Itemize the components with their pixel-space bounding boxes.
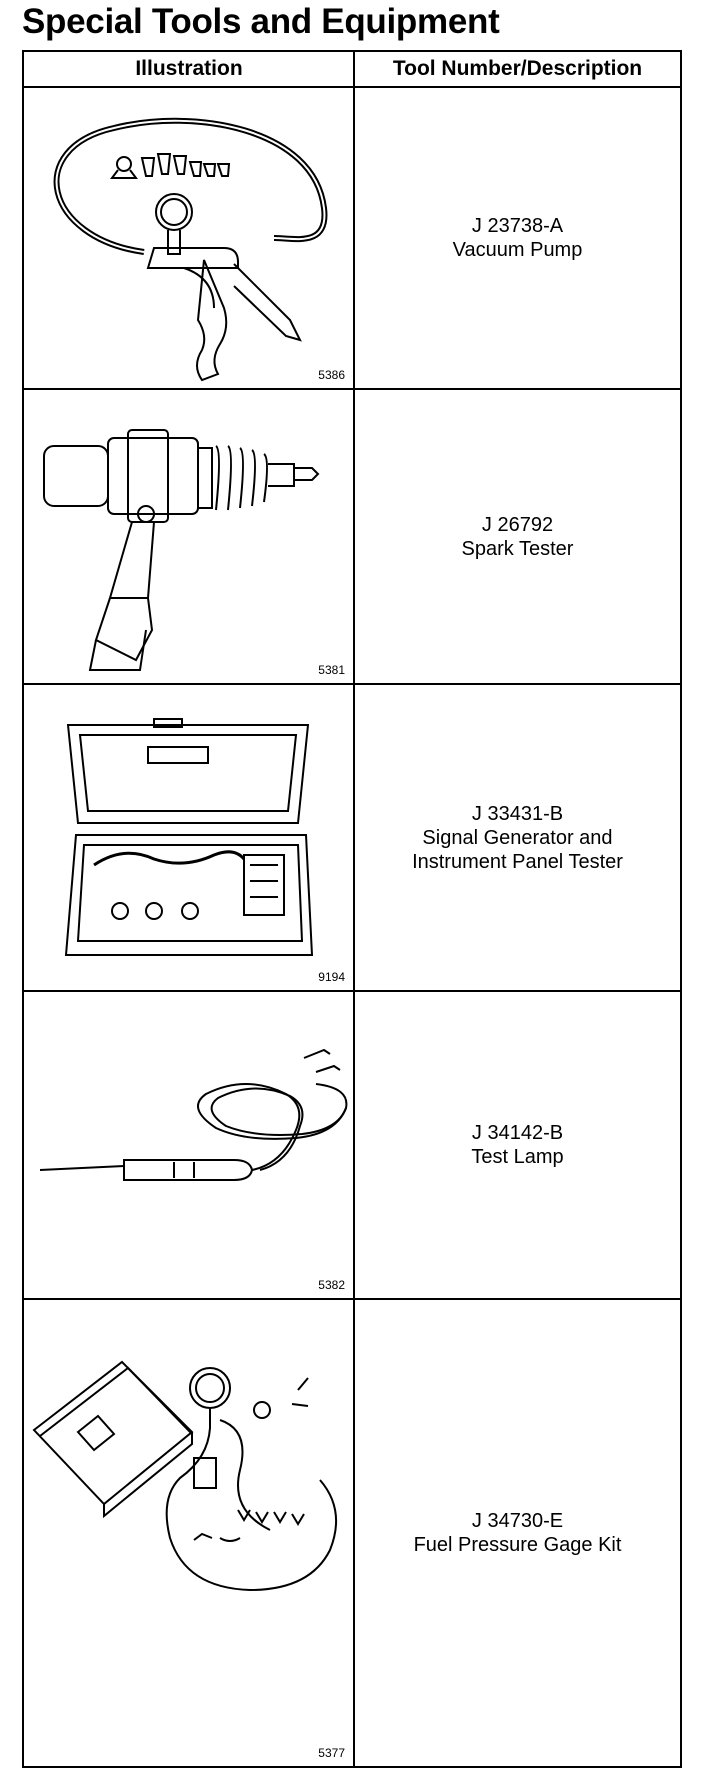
spark-tester-illustration: 5381 [24, 390, 353, 683]
page-title: Special Tools and Equipment [22, 2, 500, 41]
header-tool-number: Tool Number/Description [392, 57, 643, 80]
figure-number: 5386 [318, 368, 345, 382]
vacuum-pump-illustration: 5386 [24, 88, 353, 388]
tool-description: J 33431-B Signal Generator and Instrumen… [355, 685, 680, 990]
tool-number: J 34142-B [471, 1122, 564, 1144]
figure-number: 5381 [318, 663, 345, 677]
tool-description: J 34142-B Test Lamp [355, 992, 680, 1298]
tool-description: J 34730-E Fuel Pressure Gage Kit [355, 1300, 680, 1766]
tool-description: J 23738-A Vacuum Pump [355, 88, 680, 388]
tool-name: Spark Tester [461, 537, 574, 560]
fuel-pressure-gage-kit-illustration: 5377 [24, 1300, 353, 1766]
table-row: 5381 J 26792 Spark Tester [24, 390, 680, 685]
tool-name-line2: Instrument Panel Tester [412, 850, 623, 873]
figure-number: 9194 [318, 970, 345, 984]
figure-number: 5377 [318, 1746, 345, 1760]
figure-number: 5382 [318, 1278, 345, 1292]
signal-generator-illustration: 9194 [24, 685, 353, 990]
table-row: 9194 J 33431-B Signal Generator and Inst… [24, 685, 680, 992]
header-illustration: Illustration [135, 57, 243, 80]
tool-name: Test Lamp [471, 1146, 564, 1168]
tool-name: Vacuum Pump [452, 239, 583, 261]
table-row: 5382 J 34142-B Test Lamp [24, 992, 680, 1300]
tool-number: J 33431-B [471, 802, 564, 825]
table-row: 5386 J 23738-A Vacuum Pump [24, 88, 680, 390]
tool-description: J 26792 Spark Tester [355, 390, 680, 683]
table-row: 5377 J 34730-E Fuel Pressure Gage Kit [24, 1300, 680, 1766]
tool-name: Signal Generator and [422, 826, 613, 849]
tool-number: J 26792 [481, 513, 554, 536]
tools-table: Illustration Tool Number/Description 538… [22, 50, 682, 1768]
column-divider [353, 52, 355, 1766]
tool-name: Fuel Pressure Gage Kit [413, 1534, 622, 1556]
tool-number: J 34730-E [471, 1510, 564, 1532]
tool-number: J 23738-A [471, 215, 564, 237]
table-header: Illustration Tool Number/Description [24, 52, 680, 88]
test-lamp-illustration: 5382 [24, 992, 353, 1298]
